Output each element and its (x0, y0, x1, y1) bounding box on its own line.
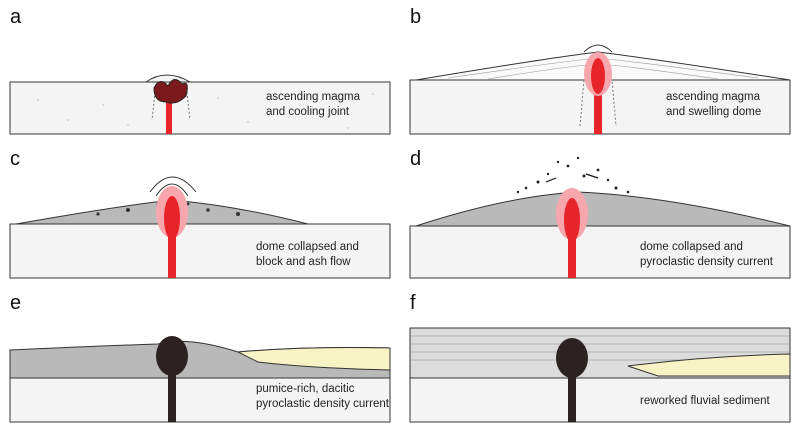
ejecta-arrows (546, 174, 598, 182)
panel-f-diagram (408, 296, 798, 436)
eruption-cloud (517, 157, 630, 194)
panel-b-diagram (408, 10, 798, 150)
panel-c-diagram (8, 152, 398, 292)
panel-a-diagram (8, 10, 398, 150)
panel-caption: reworked fluvial sediment (640, 394, 770, 409)
pdc-deposit (416, 192, 790, 226)
small-bulge (146, 75, 190, 82)
magma-dome (164, 196, 180, 240)
magma-dome (591, 58, 605, 94)
magma-dome (564, 198, 580, 242)
magma-conduit (166, 102, 172, 134)
panel-e-diagram (8, 296, 398, 436)
panel-d-diagram (408, 152, 798, 292)
solidified-dome (556, 338, 588, 378)
dome-crack (584, 45, 612, 52)
panel-f: f reworked fluvial sediment (408, 296, 798, 436)
solidified-dome (156, 336, 188, 376)
